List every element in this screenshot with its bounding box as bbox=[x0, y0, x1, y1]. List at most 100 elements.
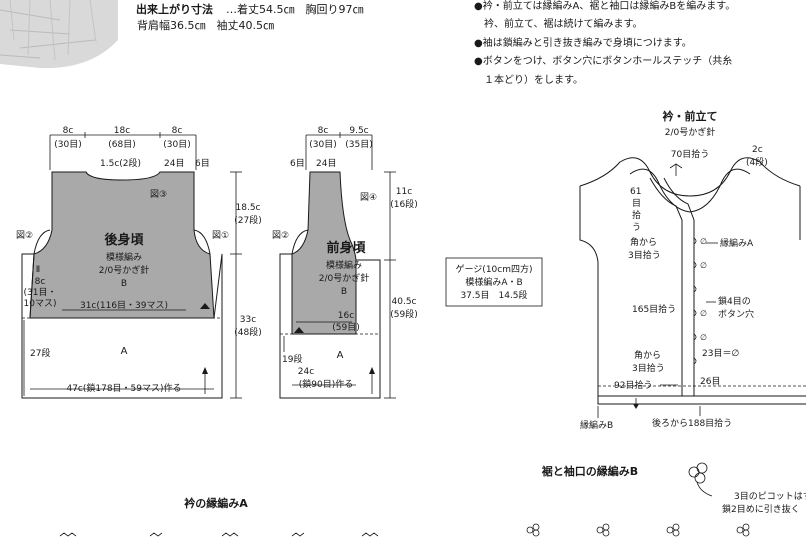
dim-label: 8c bbox=[318, 126, 329, 136]
front-title: 前身頃 bbox=[326, 240, 366, 256]
note-line: １本どり）をします。 bbox=[484, 73, 583, 86]
pattern-label: B bbox=[341, 287, 347, 297]
dim-label: 33c bbox=[240, 315, 256, 325]
dim-label: (68目) bbox=[108, 139, 135, 150]
collar-band-diagram: 衿・前立て 2/0号かぎ針 ∅ ∅ ∅ ∅ 70目拾う 2c (4段) 61 目… bbox=[579, 109, 806, 431]
dim-label: (30目) bbox=[163, 139, 190, 150]
gauge-line: 37.5目 14.5段 bbox=[460, 289, 527, 301]
collar-label: 3目拾う bbox=[628, 249, 661, 261]
collar-label: 165目拾う bbox=[632, 303, 676, 315]
collar-label: 23目＝∅ bbox=[702, 348, 739, 359]
notes: ●衿・前立ては縁編みA、裾と袖口は縁編みBを編みます。 衿、前立て、裾は続けて編… bbox=[474, 0, 735, 86]
collar-label: 目 bbox=[632, 198, 641, 209]
back-body-diagram: 8c (30目) 18c (68目) 8c (30目) 1.5c(2段) 24目… bbox=[16, 126, 262, 399]
collar-label: 70目拾う bbox=[671, 148, 709, 160]
dim-label: (30目) bbox=[54, 139, 81, 150]
button-hole-mark: ∅ bbox=[700, 261, 707, 270]
gauge-box: ゲージ(10cm四方) 模様編みA・B 37.5目 14.5段 bbox=[445, 257, 543, 307]
dim-label: (27段) bbox=[234, 214, 261, 226]
picot-note: 3目のピコットはすべ bbox=[734, 491, 806, 502]
gauge-line: ゲージ(10cm四方) bbox=[455, 263, 532, 275]
section-letter: A bbox=[121, 346, 128, 357]
stitch-chart-fragment bbox=[59, 523, 750, 537]
button-hole-mark: ∅ bbox=[700, 333, 707, 342]
collar-label: 3目拾う bbox=[632, 362, 665, 374]
collar-label: (4段) bbox=[746, 156, 768, 168]
dim-label: 40.5c bbox=[392, 297, 417, 307]
dim-label: 31c(116目・39マス) bbox=[80, 300, 168, 311]
dim-label: (16段) bbox=[390, 198, 417, 210]
dim-label: (48段) bbox=[234, 326, 261, 338]
note-line: ●ボタンをつけ、ボタン穴にボタンホールステッチ（共糸 bbox=[474, 54, 732, 67]
collar-label: 鎖4目の bbox=[718, 295, 751, 307]
collar-label: 角から bbox=[630, 236, 657, 248]
pattern-label: B bbox=[121, 279, 127, 289]
dim-label: 47c(鎖178目・59マス)作る bbox=[66, 382, 181, 394]
back-title: 後身頃 bbox=[104, 232, 144, 248]
finished-label: 出来上がり寸法 bbox=[136, 2, 213, 16]
dim-label: 24c bbox=[298, 367, 314, 377]
collar-label: う bbox=[632, 222, 641, 233]
dim-label: (59段) bbox=[390, 308, 417, 320]
dim-label: 19段 bbox=[282, 353, 302, 365]
button-hole-mark: ∅ bbox=[700, 237, 707, 246]
dim-label: 6目 bbox=[290, 158, 305, 169]
collar-label: 61 bbox=[630, 187, 641, 197]
fig-ref: 図④ bbox=[360, 192, 377, 203]
section-letter: A bbox=[337, 350, 344, 361]
fig-ref: 図③ bbox=[150, 189, 167, 200]
pattern-label: 2/0号かぎ針 bbox=[319, 272, 370, 284]
picot-note: 鎖2目めに引き抜く bbox=[722, 503, 800, 515]
finished-detail: …着丈54.5㎝ 胸回り97㎝ bbox=[226, 2, 364, 16]
collar-label: 拾 bbox=[632, 209, 641, 221]
pattern-label: 2/0号かぎ針 bbox=[99, 264, 150, 276]
collar-needle: 2/0号かぎ針 bbox=[665, 126, 716, 138]
dim-label: 24目 bbox=[316, 158, 336, 169]
pattern-label: 模様編み bbox=[326, 259, 362, 271]
fig-ref: 図② bbox=[272, 230, 289, 241]
dim-label: 8c bbox=[63, 126, 74, 136]
dim-label: 24目 bbox=[164, 158, 184, 169]
collar-title: 衿・前立て bbox=[663, 109, 718, 123]
edging-a-title: 衿の縁編みA bbox=[184, 496, 248, 510]
collar-label: 2c bbox=[752, 145, 763, 155]
dim-label: 18.5c bbox=[236, 203, 261, 213]
collar-label: 縁編みA bbox=[720, 237, 754, 249]
note-line: ●衿・前立ては縁編みA、裾と袖口は縁編みBを編みます。 bbox=[474, 0, 735, 12]
collar-label: 角から bbox=[634, 349, 661, 361]
collar-label: 後ろから188目拾う bbox=[652, 417, 732, 429]
collar-label: 縁編みB bbox=[580, 419, 613, 431]
dim-label: (31目・ bbox=[24, 287, 57, 298]
dim-label: 8c bbox=[172, 126, 183, 136]
collar-label: 26目 bbox=[700, 376, 720, 387]
dim-label: (59目) bbox=[332, 322, 359, 333]
collar-label: ボタン穴 bbox=[718, 308, 754, 320]
dim-label: 9.5c bbox=[349, 126, 368, 136]
note-line: ●袖は鎖編みと引き抜き編みで身頃につけます。 bbox=[474, 36, 692, 49]
edging-b-title: 裾と袖口の縁編みB bbox=[542, 464, 638, 478]
dim-label: 1.5c(2段) bbox=[100, 157, 141, 169]
fig-ref: 図① bbox=[212, 230, 229, 241]
dim-label: 11c bbox=[396, 187, 412, 197]
dim-label: 16c bbox=[338, 311, 354, 321]
collar-label: 92目拾う bbox=[614, 379, 652, 391]
front-body-diagram: 8c (30目) 9.5c (35目) 6目 24目 図④ 図② 前身頃 模様編… bbox=[272, 126, 418, 399]
button-hole-mark: ∅ bbox=[700, 309, 707, 318]
dim-label: 8c bbox=[35, 277, 46, 287]
dim-label: (30目) bbox=[309, 139, 336, 150]
dim-label: (鎖90目)作る bbox=[299, 378, 353, 390]
dim-label: (35目) bbox=[345, 139, 372, 150]
picot-symbol-icon bbox=[688, 462, 713, 497]
note-line: 衿、前立て、裾は続けて編みます。 bbox=[484, 17, 643, 30]
gauge-line: 模様編みA・B bbox=[465, 276, 522, 288]
dim-label: Ⅱ bbox=[36, 265, 40, 275]
finished-detail-2: 背肩幅36.5㎝ 袖丈40.5㎝ bbox=[137, 18, 274, 32]
dim-label: 10マス) bbox=[24, 299, 57, 309]
dim-label: 27段 bbox=[30, 347, 50, 359]
dim-label: 18c bbox=[114, 126, 130, 136]
pattern-label: 模様編み bbox=[106, 251, 142, 263]
model-photo-fragment bbox=[0, 0, 118, 69]
dim-label: 6目 bbox=[195, 158, 210, 169]
